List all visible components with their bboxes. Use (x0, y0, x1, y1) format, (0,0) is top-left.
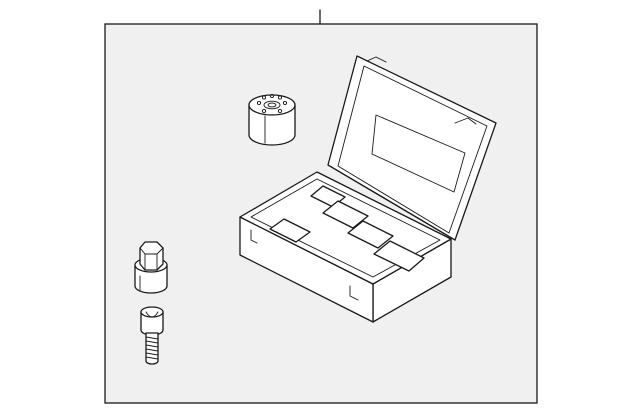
lock-bolt-key (134, 241, 168, 294)
storage-case (239, 55, 497, 323)
wheel-lock-bolt (140, 306, 164, 365)
socket-adapter (248, 93, 296, 146)
case-lid-window (371, 114, 466, 193)
